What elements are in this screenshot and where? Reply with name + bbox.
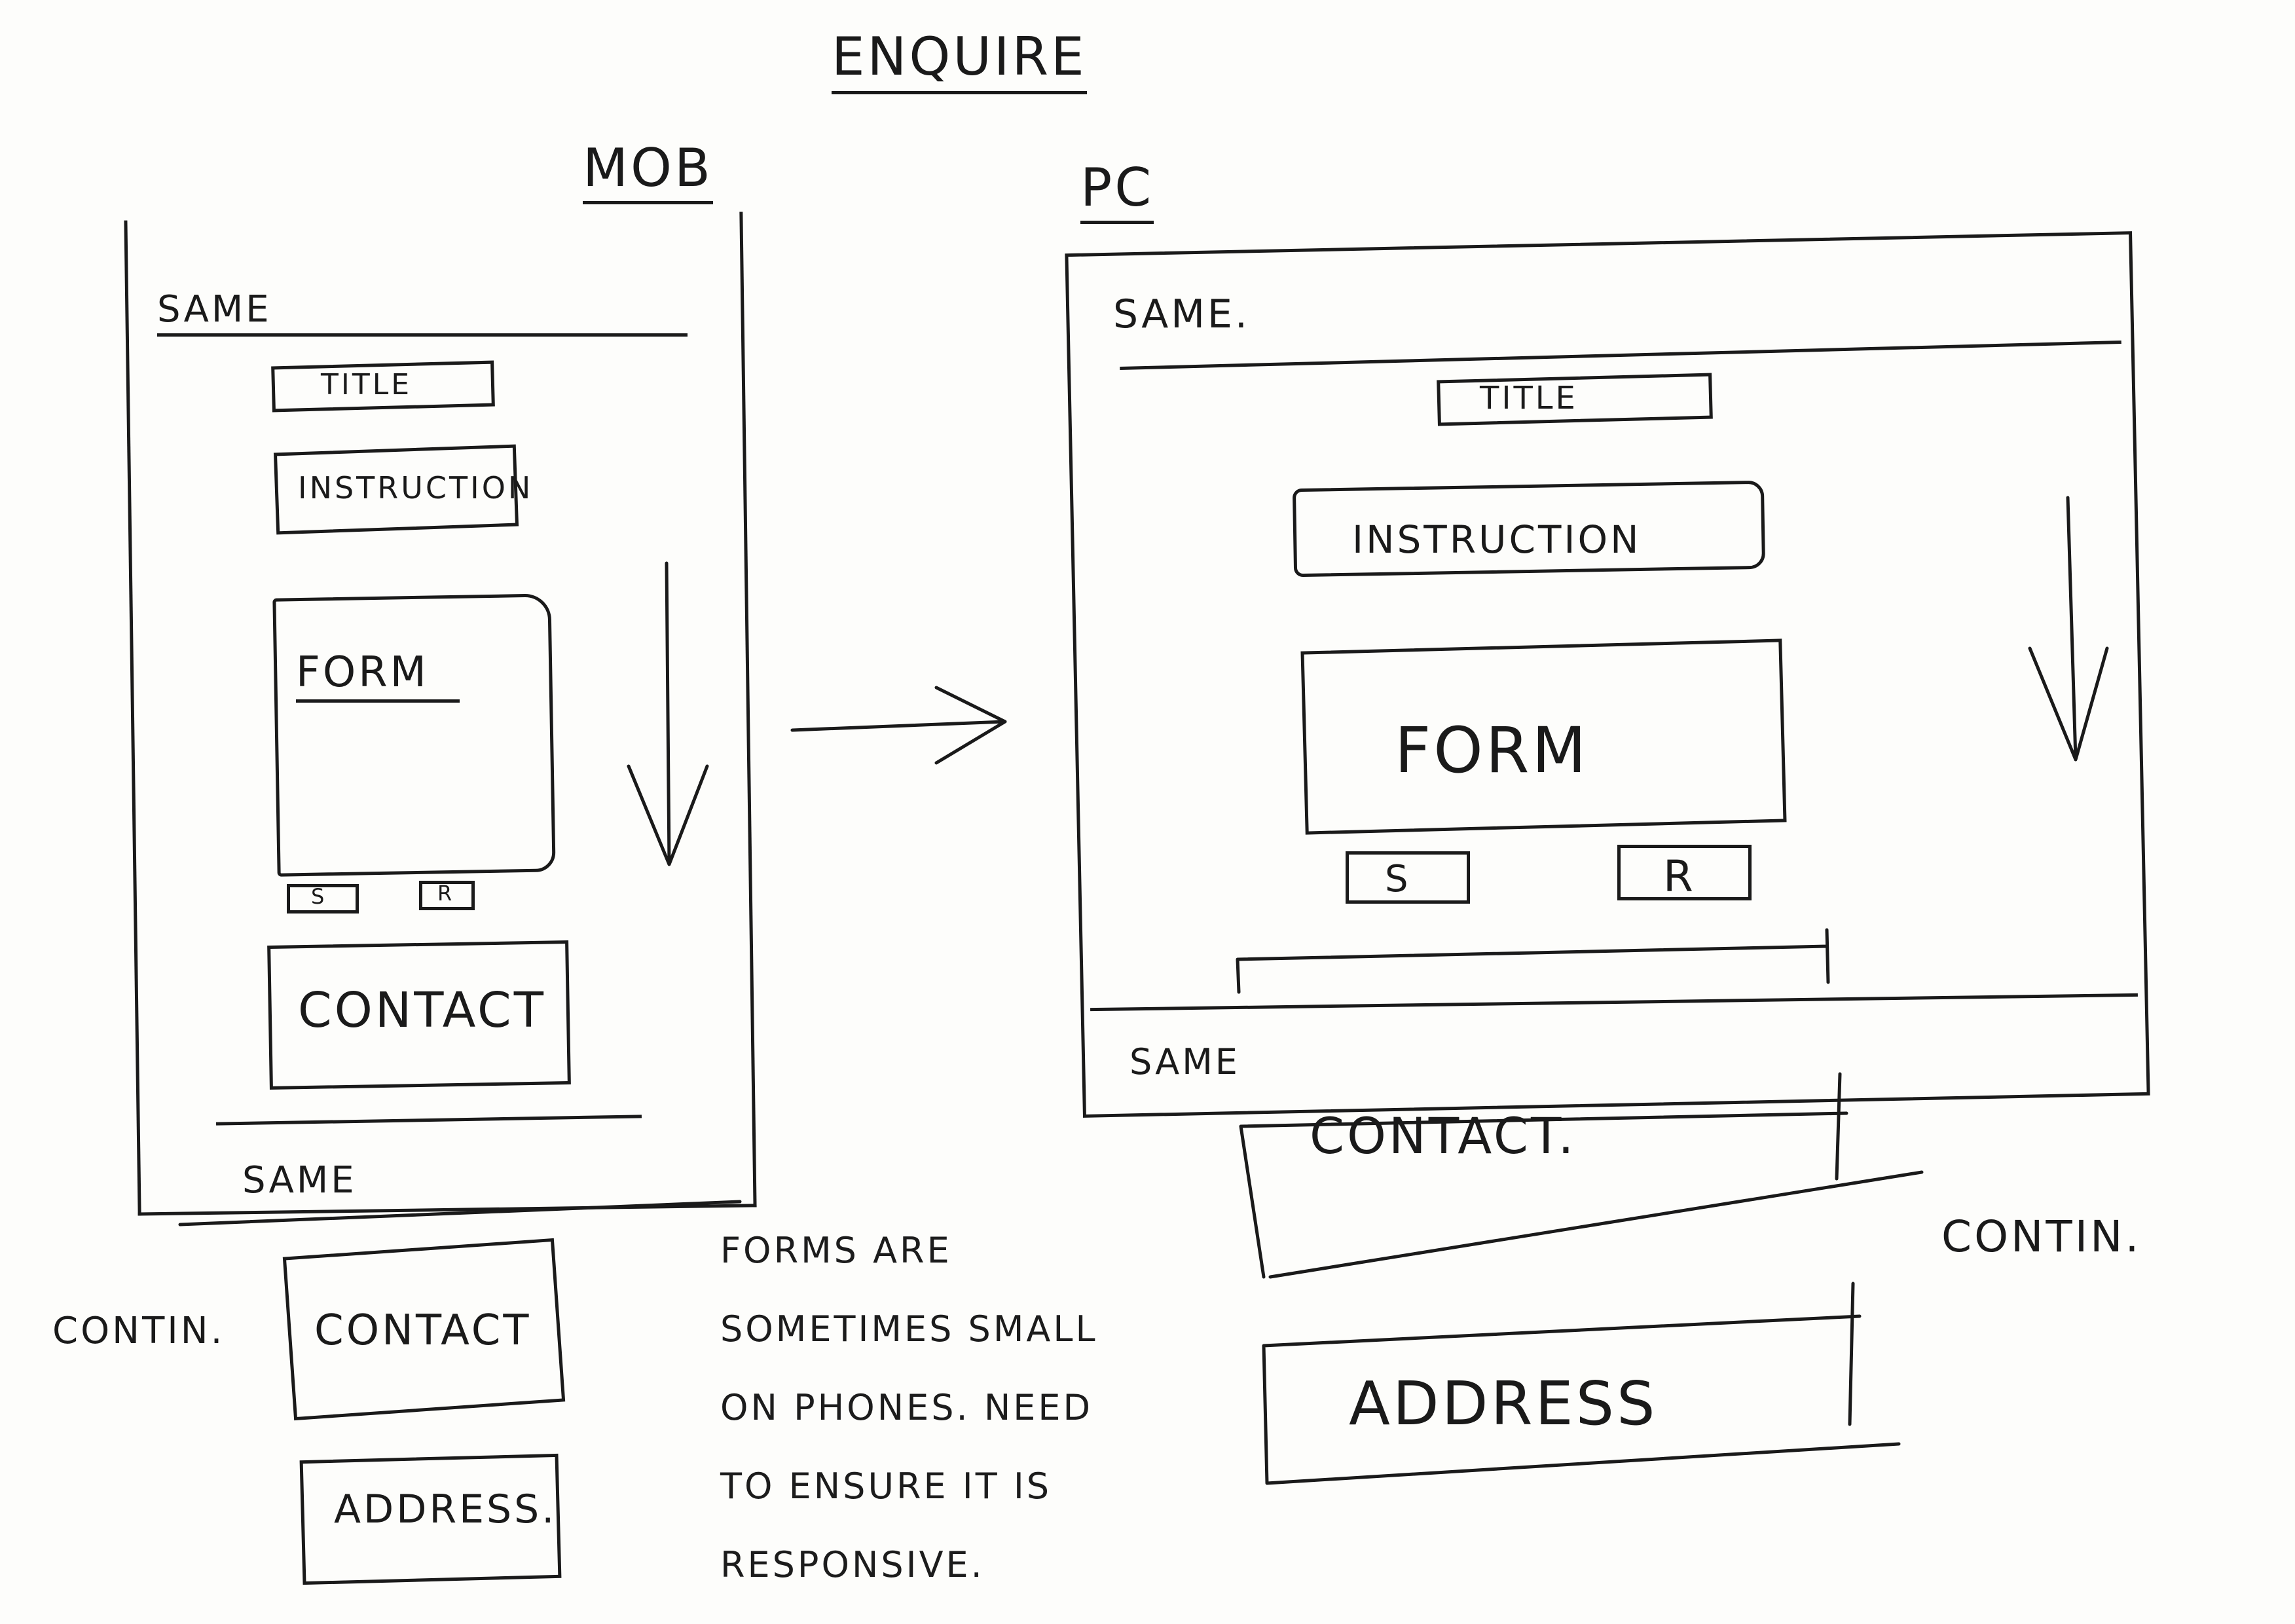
- pc-contact-box: [1239, 1072, 1924, 1279]
- mobile-footer-label: SAME: [242, 1159, 357, 1202]
- mobile-scroll-arrow: [627, 561, 709, 866]
- pc-contact-label: CONTACT.: [1310, 1107, 1577, 1165]
- pc-form-label: FORM: [1395, 714, 1589, 787]
- pc-reset-label: R: [1663, 851, 1696, 902]
- mobile-continued-contact-label: CONTACT: [314, 1306, 532, 1355]
- mobile-submit-button[interactable]: [287, 884, 359, 913]
- pc-submit-label: S: [1385, 858, 1411, 900]
- mobile-to-pc-arrow: [790, 686, 1007, 765]
- pc-address-label: ADDRESS: [1349, 1369, 1658, 1439]
- pc-header-label: SAME.: [1113, 291, 1250, 337]
- mobile-reset-button[interactable]: [419, 881, 475, 910]
- page-title: ENQUIRE: [832, 26, 1087, 94]
- mobile-form-label: FORM: [296, 648, 460, 703]
- pc-instruction-label: INSTRUCTION: [1352, 517, 1642, 562]
- mobile-reset-label: R: [437, 881, 455, 906]
- mobile-heading: MOB: [583, 138, 713, 204]
- pc-title-label: TITLE: [1480, 380, 1578, 416]
- pc-content-bottom-bar: [1236, 928, 1830, 994]
- note-line: FORMS ARE: [720, 1230, 952, 1271]
- mobile-continued-note: CONTIN.: [52, 1310, 225, 1352]
- pc-reset-button[interactable]: [1617, 845, 1752, 900]
- responsive-note: FORMS ARE SOMETIMES SMALL ON PHONES. NEE…: [720, 1211, 1231, 1604]
- pc-submit-button[interactable]: [1346, 851, 1470, 904]
- mobile-header-label: SAME: [157, 288, 688, 337]
- pc-footer-label: SAME: [1129, 1041, 1240, 1082]
- mobile-instruction-label: INSTRUCTION: [298, 470, 534, 506]
- pc-continued-note: CONTIN.: [1941, 1211, 2142, 1262]
- mobile-form-box: [272, 593, 556, 877]
- note-line: ON PHONES. NEED: [720, 1387, 1093, 1428]
- mobile-continued-address-label: ADDRESS.: [334, 1486, 557, 1532]
- mobile-bottom-rule: [178, 1200, 742, 1227]
- pc-scroll-arrow: [2028, 496, 2109, 762]
- note-line: SOMETIMES SMALL: [720, 1308, 1098, 1350]
- mobile-contact-label: CONTACT: [298, 982, 546, 1039]
- mobile-submit-label: S: [311, 884, 327, 909]
- note-line: TO ENSURE IT IS: [720, 1466, 1052, 1507]
- mobile-title-label: TITLE: [321, 368, 413, 401]
- note-line: RESPONSIVE.: [720, 1544, 985, 1585]
- pc-address-box: [1262, 1282, 1901, 1485]
- pc-heading: PC: [1080, 157, 1154, 224]
